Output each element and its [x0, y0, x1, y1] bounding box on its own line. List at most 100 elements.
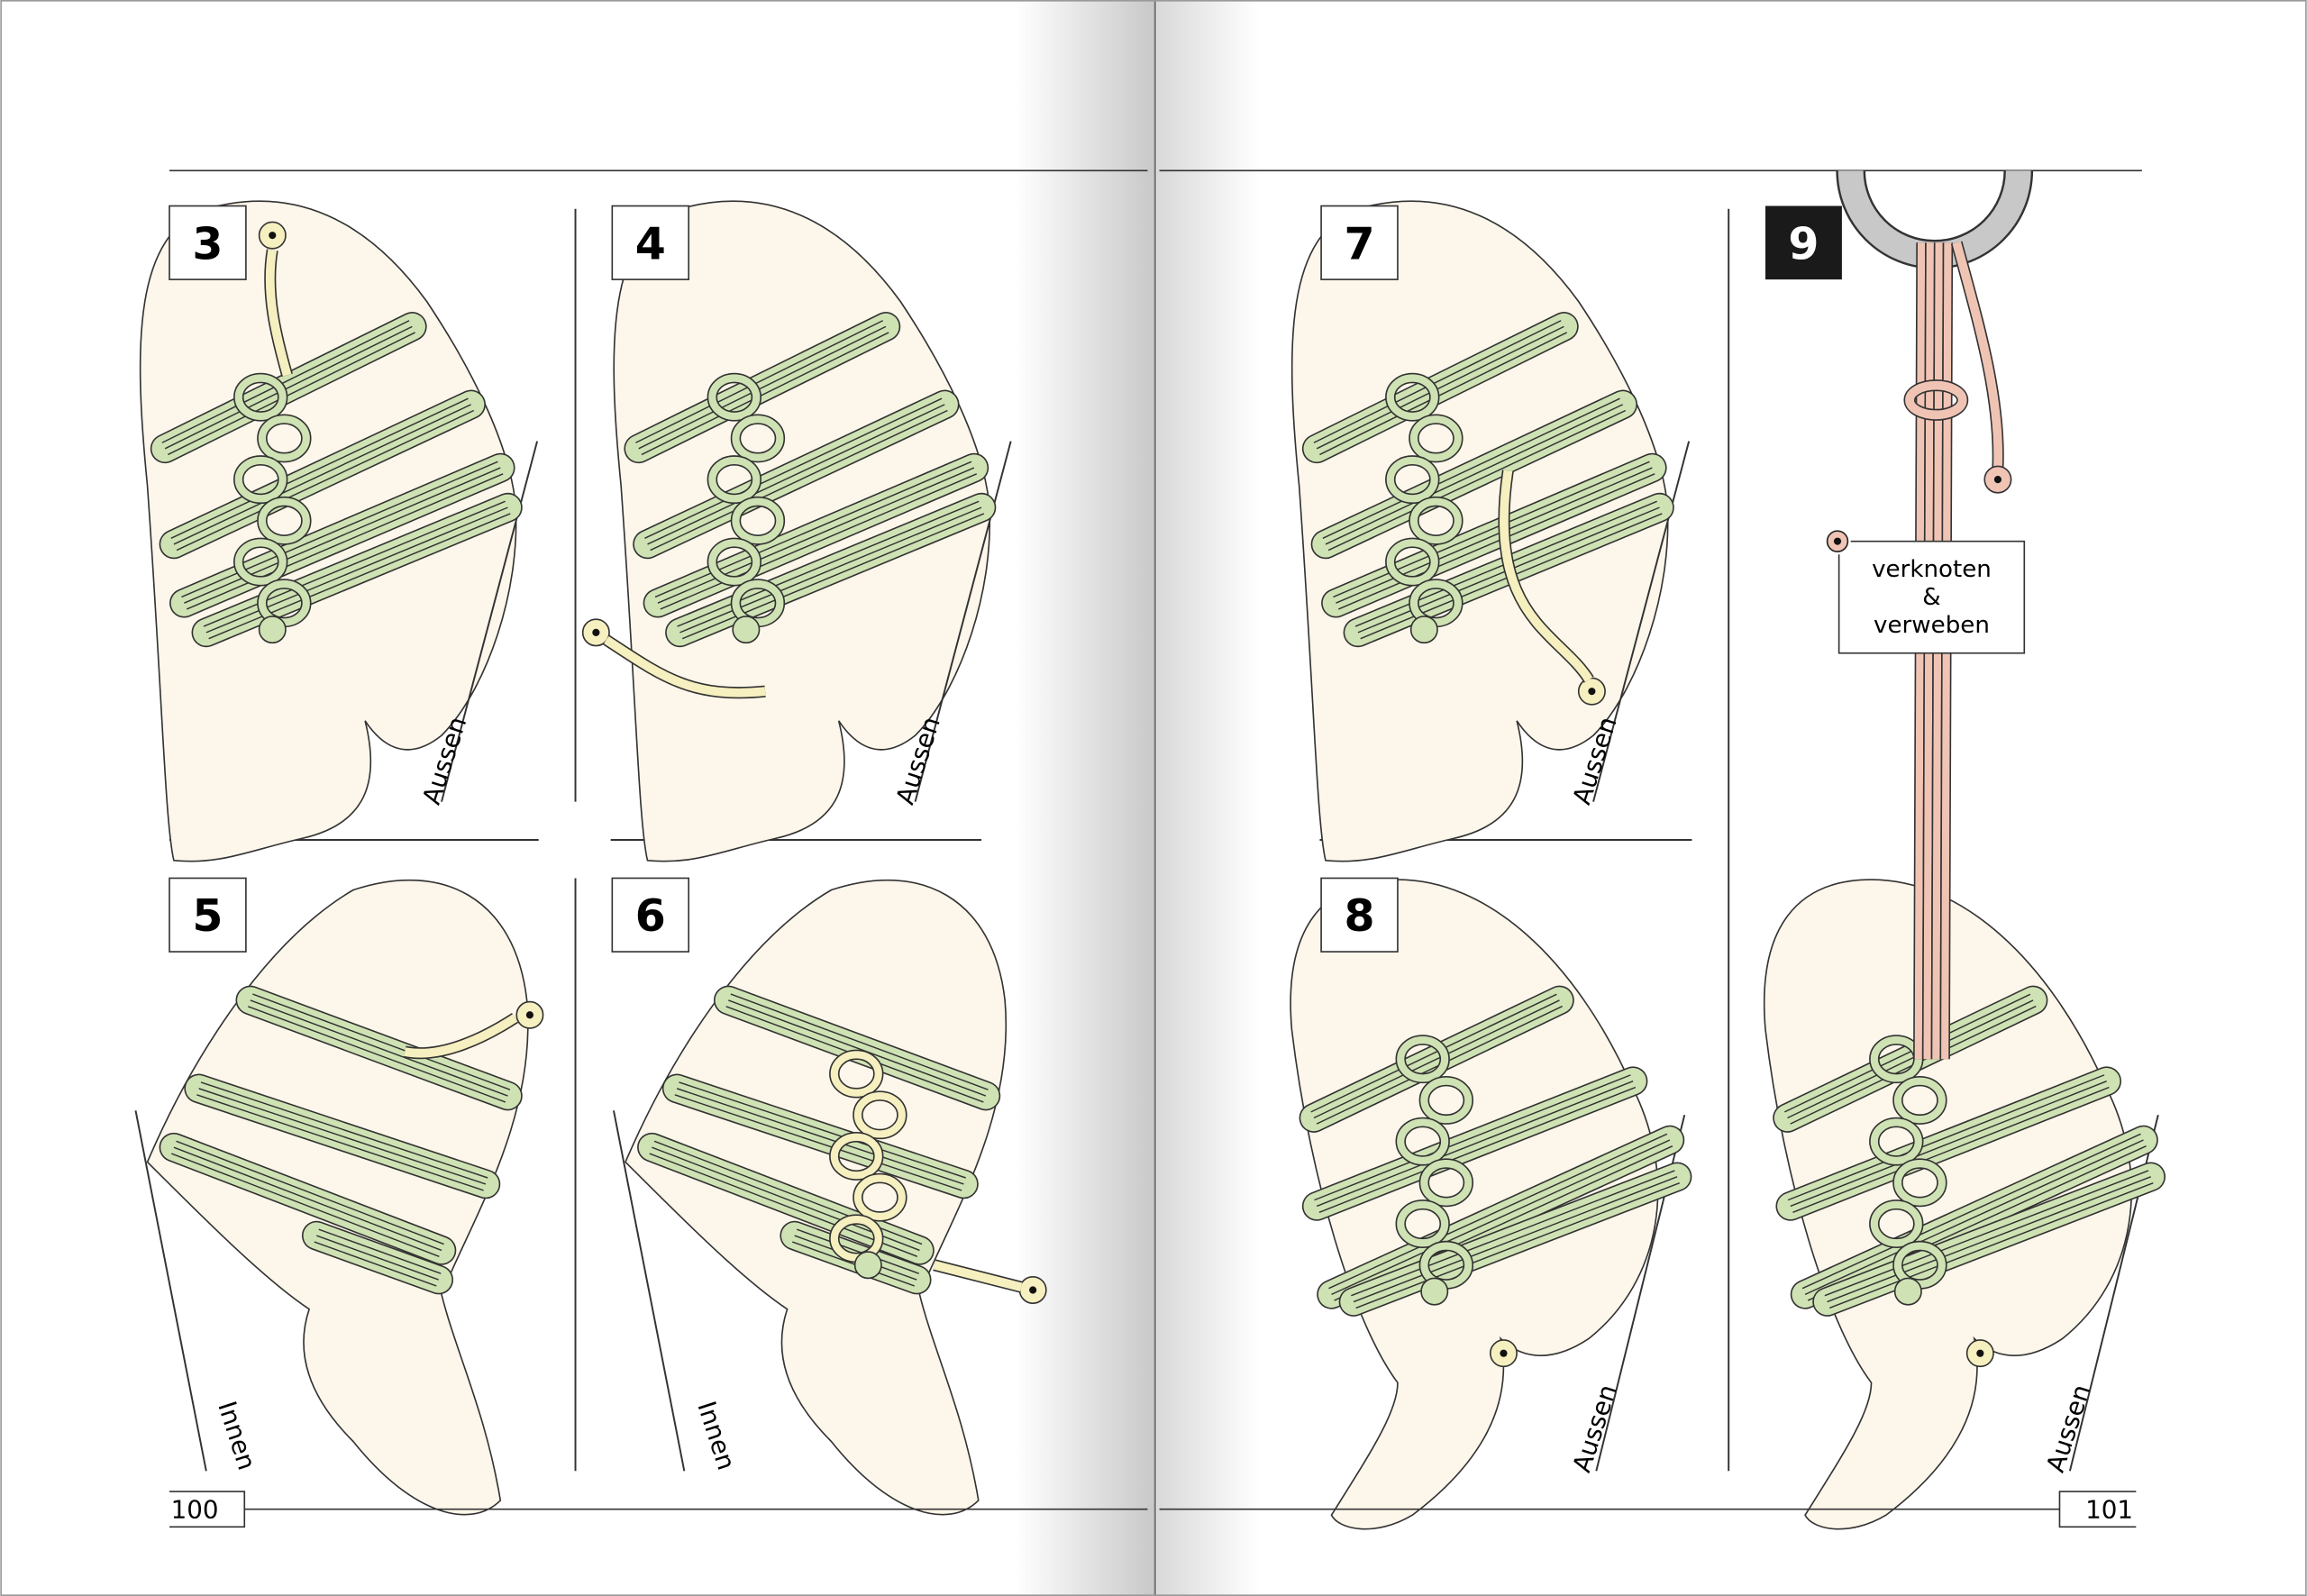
step-number: 8 [1344, 890, 1374, 942]
rope-strand [184, 467, 501, 604]
step-number: 6 [635, 890, 666, 942]
rope-strand [1338, 473, 1655, 610]
rope-strand [676, 1088, 964, 1185]
knot-center [853, 1251, 882, 1280]
rope-strand [1313, 999, 1560, 1119]
rope-strand [315, 1235, 439, 1281]
step-badge-6: 6 [611, 877, 690, 953]
knot-loop [1409, 415, 1462, 461]
rope-band [159, 389, 486, 560]
rope-band [665, 492, 997, 648]
gutter-shadow-right [1156, 0, 1260, 1596]
rope-band [1338, 1162, 1692, 1317]
rope-band [1301, 312, 1579, 464]
knot-loop [1870, 1118, 1922, 1164]
page-number-right: 101 [2058, 1491, 2137, 1528]
knot-loop [234, 456, 287, 503]
rope-band [169, 452, 515, 618]
rope-band [1321, 452, 1667, 618]
page-number: 100 [171, 1494, 219, 1524]
rope-strand [728, 999, 987, 1097]
rope-strand [649, 1153, 918, 1257]
knot-loop [1893, 1160, 1946, 1206]
rope-strand [1353, 1176, 1678, 1303]
rope-band [301, 1220, 454, 1295]
knot-loop [1397, 1118, 1449, 1164]
knot-loop [258, 497, 310, 544]
rope-band [661, 1073, 979, 1199]
rope-strand [203, 500, 506, 627]
rope-strand [173, 404, 471, 545]
rope-band [1812, 1162, 2166, 1317]
rope-band [1317, 1125, 1685, 1309]
rope-strand [198, 1088, 487, 1185]
rope-end-dot [269, 232, 277, 240]
knot-loop [234, 539, 287, 585]
rope-tail [404, 1014, 518, 1058]
rope-tail [1500, 470, 1593, 682]
rope-strand [796, 1228, 919, 1274]
rope-strand [1316, 1081, 1634, 1208]
rope-strand [1351, 1170, 1675, 1297]
rope-band [1301, 1066, 1648, 1221]
knot-loop [853, 1091, 906, 1138]
body-edge-line [914, 441, 1012, 802]
rope-strand [171, 1153, 440, 1257]
rope-strand [638, 325, 887, 450]
note-line: verweben [1874, 612, 1990, 639]
rope-band [643, 452, 989, 618]
rope-strand [1331, 1139, 1671, 1296]
body-edge-line [134, 1110, 207, 1472]
rope-band [1310, 389, 1638, 560]
rope-band [184, 1073, 501, 1199]
knot-loop [853, 1174, 906, 1220]
rope-band [1790, 1125, 2158, 1309]
rope-strand [186, 473, 504, 610]
rope-band [633, 389, 960, 560]
knot-center [258, 616, 287, 644]
rope-strand [314, 1241, 437, 1287]
knot-loop [1409, 497, 1462, 544]
body-edge-line [441, 441, 539, 802]
rope-end-dot [1500, 1349, 1508, 1357]
rope-strand [1314, 1074, 1631, 1201]
rope-strand [181, 461, 498, 598]
rope-band [1775, 1066, 2122, 1221]
rope-strand [1328, 1133, 1668, 1290]
rope-strand [1355, 1181, 1680, 1309]
note-line: verknoten [1872, 556, 1992, 583]
knot-loop [1386, 374, 1438, 421]
knot-center [1420, 1277, 1449, 1306]
rope-strand [1316, 325, 1564, 450]
rope-band [191, 492, 523, 648]
knot-loop [732, 415, 784, 461]
step-number: 3 [192, 218, 223, 269]
rope-strand [1784, 993, 2031, 1113]
rope-strand [654, 461, 972, 598]
rope-strand [679, 1081, 966, 1179]
rope-strand [1790, 1081, 2107, 1208]
rope-strand [674, 1094, 962, 1191]
step-number: 7 [1344, 218, 1374, 269]
rope-strand [176, 409, 475, 552]
step-number: 9 [1788, 218, 1819, 269]
rope-end-dot [525, 1011, 534, 1019]
rope-band [159, 1132, 457, 1265]
rope-band [1773, 985, 2048, 1133]
rope-strand [1318, 1086, 1637, 1213]
rope-strand [318, 1228, 442, 1274]
knot-loop [234, 374, 287, 421]
gutter-shadow-left [1015, 0, 1154, 1596]
rope-strand [252, 993, 511, 1090]
rope-strand [1310, 993, 1557, 1113]
rope-end-dot [1588, 688, 1596, 696]
body-edge-line [1592, 441, 1691, 802]
rope-strand [168, 332, 415, 456]
rope-strand [1804, 1139, 2144, 1296]
rope-strand [1336, 467, 1653, 604]
rope-strand [657, 467, 975, 604]
step-number: 5 [192, 890, 223, 942]
instruction-note: verknoten & verweben [1824, 527, 2026, 654]
rope-strand [1322, 397, 1620, 539]
rope-strand [1827, 1176, 2151, 1303]
